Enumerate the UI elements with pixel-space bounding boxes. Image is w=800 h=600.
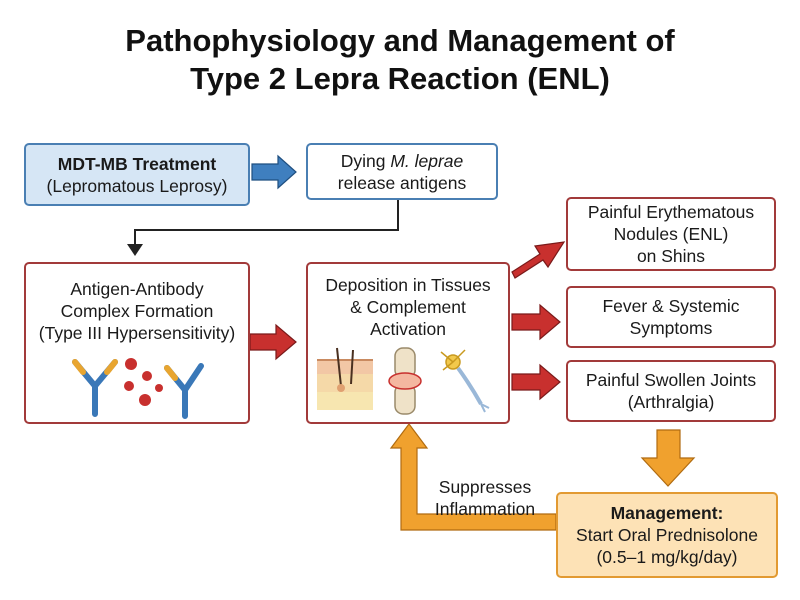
node-dying-line-2: release antigens — [337, 172, 467, 193]
node-complex-line-1: Antigen-Antibody — [70, 279, 204, 299]
node-deposition-line-3: Activation — [370, 319, 446, 339]
arrow-deposition-to-nodules — [511, 241, 566, 279]
node-mdt-treatment-subtitle: (Lepromatous Leprosy) — [46, 175, 228, 196]
arrow-treatment-to-dying — [251, 154, 297, 190]
diagram-title: Pathophysiology and Management of Type 2… — [0, 22, 800, 98]
node-joints-line-2: (Arthralgia) — [627, 392, 715, 412]
node-nodules-line-2: Nodules (ENL) — [613, 224, 729, 244]
edge-label-line-2: Inflammation — [434, 499, 536, 519]
node-mdt-treatment: MDT-MB Treatment (Lepromatous Leprosy) — [24, 143, 250, 206]
node-fever-line-2: Symptoms — [629, 318, 713, 338]
node-nodules-line-1: Painful Erythematous — [587, 202, 755, 222]
arrow-complex-to-deposition — [249, 323, 297, 361]
node-complex-line-3: (Type III Hypersensitivity) — [38, 323, 236, 343]
connector-dying-to-complex — [134, 200, 399, 245]
node-management-title: Management: — [610, 503, 724, 523]
arrowhead-dying-to-complex — [127, 244, 143, 256]
knee-joint-icon — [388, 347, 422, 415]
node-deposition-line-2: & Complement — [350, 297, 466, 317]
node-fever-systemic: Fever & Systemic Symptoms — [566, 286, 776, 348]
antibody-icon — [72, 359, 118, 417]
edge-label-line-1: Suppresses — [438, 477, 532, 497]
antibody-icon — [164, 363, 204, 419]
arrow-deposition-to-fever — [511, 303, 561, 341]
tissue-illustrations — [317, 347, 490, 415]
arrow-deposition-to-joints — [511, 363, 561, 401]
title-line-1: Pathophysiology and Management of — [125, 23, 675, 58]
node-fever-line-1: Fever & Systemic — [602, 296, 740, 316]
node-complex-line-2: Complex Formation — [60, 301, 214, 321]
species-name: M. leprae — [390, 150, 464, 171]
antibody-antigen-illustration — [72, 358, 204, 419]
node-mdt-treatment-title: MDT-MB Treatment — [57, 153, 217, 174]
node-joints-line-1: Painful Swollen Joints — [585, 370, 757, 390]
title-line-2: Type 2 Lepra Reaction (ENL) — [190, 61, 610, 96]
node-dying-bacteria: Dying M. leprae release antigens — [306, 143, 498, 200]
node-nodules-line-3: on Shins — [636, 246, 706, 266]
node-swollen-joints: Painful Swollen Joints (Arthralgia) — [566, 360, 776, 422]
node-management-line-3: (0.5–1 mg/kg/day) — [596, 547, 738, 567]
node-painful-nodules: Painful Erythematous Nodules (ENL) on Sh… — [566, 197, 776, 271]
skin-icon — [317, 347, 373, 410]
arrow-management-to-deposition — [389, 423, 557, 531]
arrow-joints-to-management — [640, 429, 696, 487]
node-management-line-2: Start Oral Prednisolone — [576, 525, 758, 545]
edge-label-suppresses: Suppresses Inflammation — [420, 476, 550, 520]
node-deposition-line-1: Deposition in Tissues — [325, 275, 491, 295]
node-dying-line-1: Dying M. leprae — [340, 150, 464, 171]
nerve-cell-icon — [440, 349, 490, 413]
node-deposition-complement: Deposition in Tissues & Complement Activ… — [306, 262, 510, 424]
node-antigen-antibody-complex: Antigen-Antibody Complex Formation (Type… — [24, 262, 250, 424]
antigen-icon — [124, 358, 163, 406]
node-management: Management: Start Oral Prednisolone (0.5… — [556, 492, 778, 578]
